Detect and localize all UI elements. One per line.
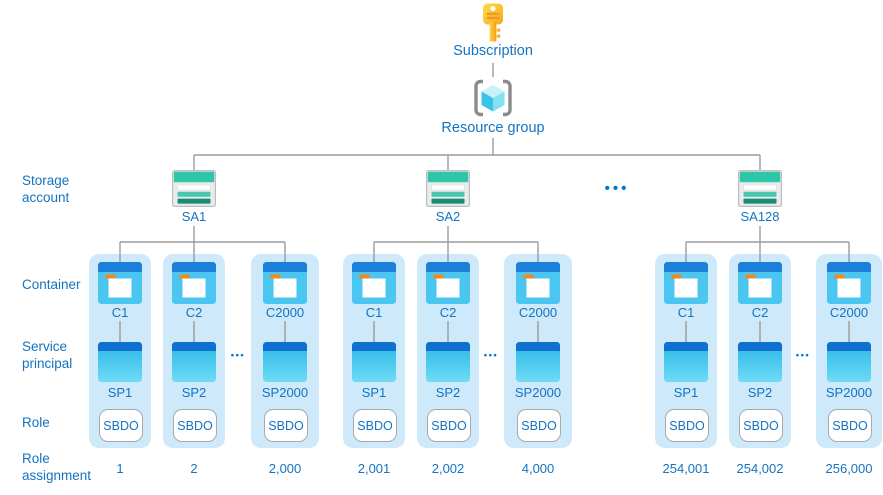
service-principal-label: SP2 <box>747 385 773 400</box>
role-assignment-count: 2,000 <box>268 461 302 476</box>
container-icon <box>352 262 396 304</box>
service-principal-label: SP1 <box>673 385 699 400</box>
container-label: C2000 <box>829 305 869 320</box>
container-label: C2 <box>751 305 769 320</box>
role-badge: SBDO <box>173 409 217 442</box>
row-label-role: Role <box>22 415 50 430</box>
service-principal-icon <box>263 342 307 382</box>
service-principal-icon <box>172 342 216 382</box>
container-label: C1 <box>677 305 695 320</box>
role-assignment-count: 254,002 <box>736 461 784 476</box>
service-principal-icon <box>426 342 470 382</box>
service-principal-icon <box>827 342 871 382</box>
storage-account-label: SA2 <box>435 209 461 224</box>
row-label-container: Container <box>22 277 81 292</box>
subscription-label: Subscription <box>453 43 533 59</box>
storage-account-icon <box>426 170 470 207</box>
row-label-service-principal: Service principal <box>22 339 73 371</box>
role-badge: SBDO <box>517 409 561 442</box>
container-label: C2000 <box>265 305 305 320</box>
container-label: C1 <box>111 305 129 320</box>
service-principal-icon <box>516 342 560 382</box>
column-ellipsis: ••• <box>483 350 499 361</box>
container-icon <box>172 262 216 304</box>
column-ellipsis: ••• <box>795 350 811 361</box>
container-label: C1 <box>365 305 383 320</box>
container-icon <box>664 262 708 304</box>
role-badge: SBDO <box>665 409 709 442</box>
service-principal-label: SP2 <box>181 385 207 400</box>
container-label: C2000 <box>518 305 558 320</box>
container-icon <box>738 262 782 304</box>
role-badge: SBDO <box>99 409 143 442</box>
role-badge: SBDO <box>264 409 308 442</box>
row-label-role-assignment: Role assignment <box>22 451 92 483</box>
storage-account-icon <box>738 170 782 207</box>
service-principal-icon <box>738 342 782 382</box>
service-principal-icon <box>98 342 142 382</box>
role-badge: SBDO <box>353 409 397 442</box>
container-icon <box>426 262 470 304</box>
container-icon <box>516 262 560 304</box>
role-assignment-count: 256,000 <box>825 461 873 476</box>
service-principal-label: SP2000 <box>261 385 309 400</box>
role-badge: SBDO <box>739 409 783 442</box>
role-assignment-count: 2 <box>190 461 198 476</box>
service-principal-label: SP2000 <box>825 385 873 400</box>
subscription-key-icon <box>476 3 510 43</box>
role-assignment-count: 1 <box>116 461 124 476</box>
service-principal-label: SP2000 <box>514 385 562 400</box>
role-assignment-count: 2,002 <box>431 461 465 476</box>
column-ellipsis: ••• <box>230 350 246 361</box>
container-icon <box>263 262 307 304</box>
role-assignment-count: 2,001 <box>357 461 391 476</box>
service-principal-label: SP1 <box>107 385 133 400</box>
resource-group-label: Resource group <box>441 120 545 136</box>
resource-group-icon <box>471 78 515 118</box>
service-principal-icon <box>664 342 708 382</box>
role-assignment-count: 4,000 <box>521 461 555 476</box>
container-label: C2 <box>439 305 457 320</box>
storage-account-label: SA1 <box>181 209 207 224</box>
container-icon <box>98 262 142 304</box>
row-label-storage-account: Storage account <box>22 173 70 205</box>
role-badge: SBDO <box>828 409 872 442</box>
storage-ellipsis: ••• <box>604 180 630 197</box>
service-principal-label: SP2 <box>435 385 461 400</box>
service-principal-label: SP1 <box>361 385 387 400</box>
role-badge: SBDO <box>427 409 471 442</box>
storage-account-icon <box>172 170 216 207</box>
container-label: C2 <box>185 305 203 320</box>
role-assignment-count: 254,001 <box>662 461 710 476</box>
storage-account-label: SA128 <box>740 209 780 224</box>
service-principal-icon <box>352 342 396 382</box>
container-icon <box>827 262 871 304</box>
